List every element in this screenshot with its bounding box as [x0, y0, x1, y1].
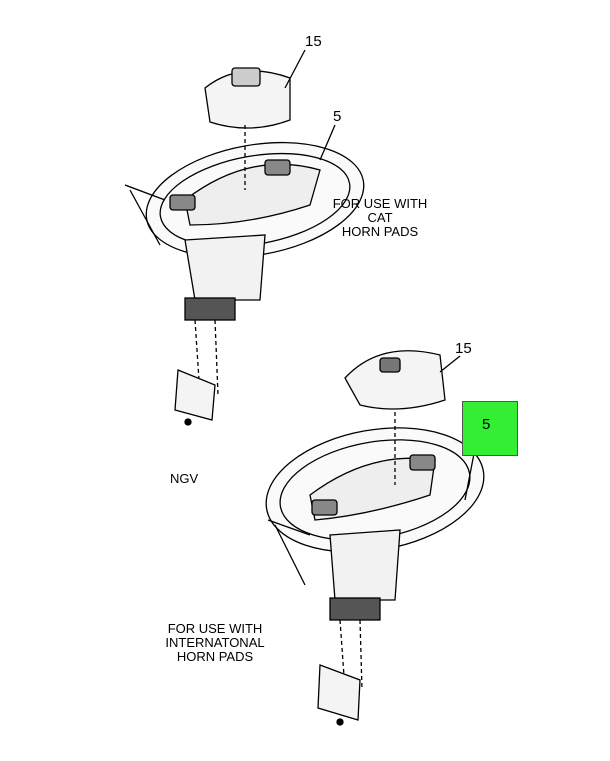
lower-steering-assembly	[265, 350, 485, 726]
callout-15-bottom[interactable]: 15	[455, 340, 472, 357]
callout-5-top[interactable]: 5	[333, 108, 342, 125]
note-cat-horn-pads: FOR USE WITH CAT HORN PADS	[332, 196, 428, 239]
note-international-horn-pads: FOR USE WITH INTERNATONAL HORN PADS	[165, 621, 265, 664]
callout-15-top[interactable]: 15	[305, 33, 322, 50]
callout-5-bottom-highlighted[interactable]: 5	[462, 401, 518, 456]
note-ngv: NGV	[170, 471, 199, 486]
callout-5-bottom-label: 5	[482, 416, 491, 433]
upper-steering-assembly	[124, 49, 365, 426]
